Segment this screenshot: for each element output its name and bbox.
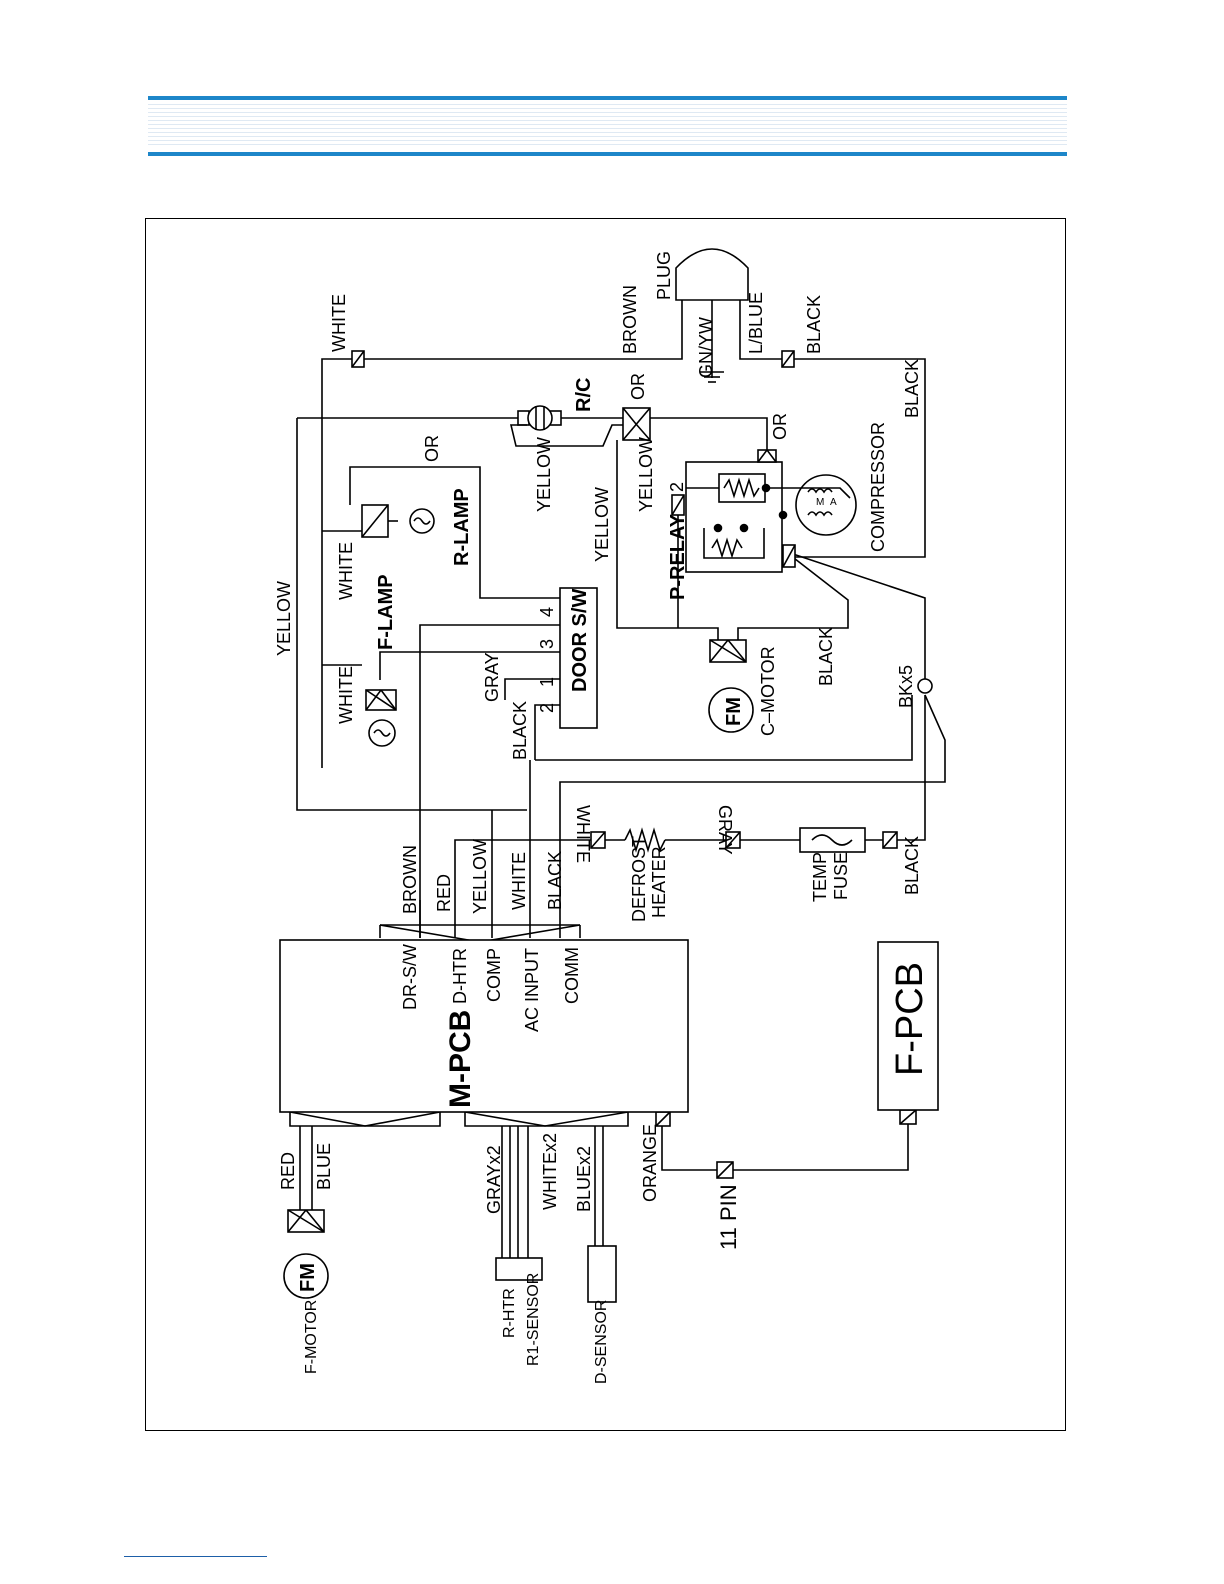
label-white-bus: WHITE [509,852,529,910]
label-comp: COMP [484,948,504,1002]
inline-connectors [351,350,917,1179]
temp-fuse [799,827,866,853]
compressor: M A [782,474,857,536]
label-plug: PLUG [654,251,674,300]
label-cmotor: C–MOTOR [758,646,778,736]
label-compressor: COMPRESSOR [868,422,888,552]
label-fmotor: F-MOTOR [303,1300,320,1374]
header-stripes [148,104,1067,148]
label-lblue: L/BLUE [746,292,766,354]
label-black-bus: BLACK [545,851,565,910]
label-bkx5: BKx5 [896,665,916,708]
m-pcb [279,939,689,1113]
label-door-pin-4: 4 [537,607,557,617]
label-brown-bus: BROWN [400,845,420,914]
label-brown-top: BROWN [620,285,640,354]
label-whitex2: WHITEx2 [540,1133,560,1210]
label-or-relay: OR [770,413,790,440]
f-lamp [365,689,397,747]
label-or-rlamp: OR [422,435,442,462]
label-dsensor: D-SENSOR [593,1300,610,1384]
label-black-door: BLACK [510,701,530,760]
label-fuse: FUSE [831,852,851,900]
label-door-pin-2: 2 [537,703,557,713]
label-doorsw: DOOR S/W [569,589,591,692]
label-white-flamp: WHITE [336,666,356,724]
f-motor [283,1209,329,1299]
label-gnyw: GN/YW [696,317,716,378]
label-11pin: 11 PIN [716,1184,741,1250]
defrost-heater [624,827,666,853]
label-door-pin-1: 1 [537,677,557,687]
label-fpcb: F-PCB [889,962,931,1076]
r-lamp [361,504,435,538]
label-yellow-rc: YELLOW [534,437,554,512]
label-yellow-relay: YELLOW [636,437,656,512]
label-temp: TEMP [810,852,830,902]
label-black-cmotor: BLACK [816,627,836,686]
bkx5-junction [917,678,933,694]
diagram-frame [145,218,1066,1431]
label-bluex2: BLUEx2 [574,1146,594,1212]
door-switch [559,587,598,729]
footer-rule [124,1556,267,1557]
p-relay [671,449,796,573]
label-blue-fm: BLUE [314,1143,334,1190]
f-pcb [877,941,939,1111]
label-black-plug: BLACK [804,295,824,354]
label-yellow-mid: YELLOW [592,487,612,562]
labels: WHITE BROWN PLUG GN/YW L/BLUE BLACK BLAC… [274,251,931,1384]
r-htr-sensor [495,1257,543,1281]
d-sensor [587,1245,617,1303]
label-comm: COMM [562,947,582,1004]
label-gray-mirror: GRAY [715,805,735,855]
label-orange: ORANGE [640,1124,660,1202]
label-r1sensor: R1-SENSOR [525,1273,542,1366]
label-red-bus: RED [434,874,454,912]
label-white-mirror: WHITE [573,805,593,863]
header-line-bottom [148,152,1067,156]
svg-text:A: A [830,497,837,508]
plug-icon [675,248,749,301]
label-acinput: AC INPUT [522,948,542,1032]
c-motor [708,639,754,733]
svg-text:M: M [816,497,824,508]
label-relay-pin: 2 [667,482,687,492]
label-rhtr: R-HTR [501,1288,518,1338]
label-red-fm: RED [278,1152,298,1190]
label-black-fuse: BLACK [902,836,922,895]
label-white-rlamp: WHITE [336,542,356,600]
label-dhtr: D-HTR [450,948,470,1004]
label-mpcb: M-PCB [444,1010,477,1108]
label-prelay: P-RELAY [667,513,689,600]
label-rlamp: R-LAMP [451,488,473,566]
label-fm-cmotor: FM [723,697,745,726]
label-rc: R/C [573,378,595,412]
label-white-top: WHITE [329,294,349,352]
label-door-pin-3: 3 [537,639,557,649]
label-yellow-left: YELLOW [274,581,294,656]
label-flamp: F-LAMP [375,574,397,650]
label-grayx2: GRAYx2 [484,1145,504,1214]
label-heater: HEATER [649,846,669,918]
rc-capacitor [509,405,623,447]
label-drsw: DR-S/W [400,944,420,1010]
label-defrost: DEFROST [629,836,649,922]
wires [289,300,946,1258]
label-gray-door: GRAY [482,652,502,702]
label-fm-fmotor: FM [297,1263,319,1292]
header-line-top [148,96,1067,100]
header-band [148,96,1067,156]
relay-connector [622,407,651,441]
label-black-right: BLACK [902,359,922,418]
label-yellow-bus: YELLOW [470,839,490,914]
label-or-top: OR [628,373,648,400]
